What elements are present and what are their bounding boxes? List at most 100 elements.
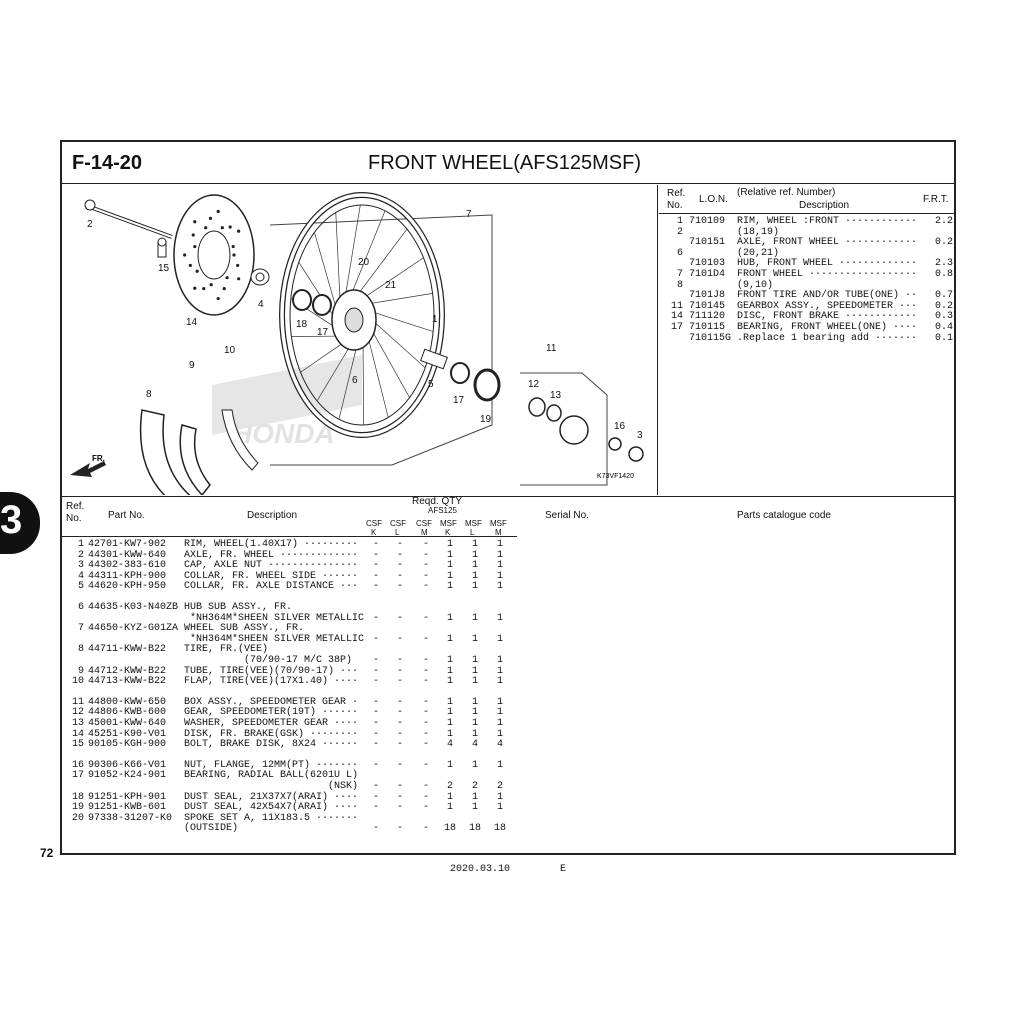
row-qty: - [372, 759, 379, 771]
row-ref: 17 [71, 770, 84, 782]
row-qty: - [372, 728, 379, 740]
row-qty: 1 [446, 696, 453, 708]
callout-number: 3 [637, 430, 643, 441]
row-part-no: 45001-KWW-640 [88, 718, 167, 729]
row-qty: - [372, 823, 379, 835]
callout-number: 16 [614, 421, 626, 432]
row-description: (OUTSIDE) [184, 823, 239, 835]
row-qty: 1 [496, 581, 503, 593]
qty-col-bottom: K [371, 528, 377, 537]
frt-value: 0.2 [934, 237, 953, 249]
spoke [316, 344, 352, 402]
lon-code: 7101J8 [689, 290, 726, 302]
row-description: GEAR, SPEEDOMETER(19T) ······ [184, 707, 359, 719]
row-part-no: 97338-31207-K0 [88, 812, 173, 824]
frt-value: 0.8 [934, 269, 953, 280]
row-qty: 1 [471, 581, 478, 593]
exploded-diagram: HONDA [62, 185, 658, 516]
row-qty: 1 [471, 707, 478, 719]
row-ref: 10 [71, 676, 84, 688]
catalogue-code-header: Parts catalogue code [737, 510, 831, 521]
row-qty: 2 [446, 781, 453, 792]
row-qty: 18 [469, 823, 482, 835]
distance-collar-part [420, 348, 448, 370]
lon-code: 7101D4 [689, 269, 726, 280]
row-part-no: 90306-K66-V01 [88, 759, 167, 771]
disk-hole [193, 220, 197, 224]
frt-header: F.R.T. [923, 194, 949, 205]
row-part-no: 44620-KPH-950 [88, 581, 167, 593]
row-qty: - [422, 823, 429, 835]
callout-number: 17 [453, 395, 465, 406]
footer-lang: E [560, 864, 567, 875]
row-qty: - [396, 560, 403, 572]
parts-description-header: Description [247, 510, 298, 521]
ref-desc: HUB, FRONT WHEEL ············· [737, 258, 918, 270]
ref-num: 11 [670, 300, 683, 312]
row-qty: - [372, 539, 379, 550]
section-tab: 3 [0, 492, 40, 554]
callout-number: 9 [189, 360, 195, 371]
qty-col-top: CSF [390, 519, 406, 528]
row-qty: - [422, 549, 429, 561]
page-number: 72 [40, 846, 54, 860]
row-description: DISK, FR. BRAKE(GSK) ········ [184, 728, 359, 740]
row-qty: 1 [496, 696, 503, 708]
row-description: BEARING, RADIAL BALL(6201U L) [184, 770, 359, 782]
row-qty: - [422, 676, 429, 688]
disk-hole [237, 277, 241, 281]
row-qty: 1 [446, 802, 453, 814]
row-qty: - [372, 665, 379, 677]
row-ref: 12 [71, 707, 84, 719]
qty-col-bottom: L [470, 528, 475, 537]
row-qty: 1 [471, 759, 478, 771]
disk-hole [191, 233, 195, 237]
row-qty: - [372, 802, 379, 814]
qty-col-top: MSF [465, 519, 482, 528]
row-qty: 1 [496, 665, 503, 677]
row-ref: 5 [77, 581, 84, 593]
ref-desc: FRONT WHEEL ·················· [737, 269, 918, 280]
row-qty: 1 [471, 718, 478, 729]
row-qty: - [422, 633, 429, 645]
row-qty: - [396, 781, 403, 792]
row-qty: 1 [471, 633, 478, 645]
ref-desc: .Replace 1 bearing add ······· [737, 332, 918, 344]
row-description: TIRE, FR.(VEE) [184, 644, 269, 656]
row-qty: - [396, 696, 403, 708]
row-part-no: 91251-KPH-901 [88, 791, 167, 803]
spoke [344, 204, 361, 299]
spoke [362, 341, 365, 425]
row-qty: 1 [471, 560, 478, 572]
row-qty: 1 [471, 539, 478, 550]
frt-value: 0.4 [934, 322, 953, 333]
row-qty: - [396, 549, 403, 561]
disk-hole [204, 226, 208, 230]
qty-col-bottom: M [421, 528, 428, 537]
row-qty: - [422, 707, 429, 719]
row-qty: - [422, 718, 429, 729]
row-ref: 15 [71, 739, 84, 751]
lon-code: 710115 [689, 322, 726, 333]
row-qty: - [422, 612, 429, 624]
part-no-header: Part No. [108, 510, 145, 521]
disk-hole [208, 216, 213, 220]
row-qty: 18 [494, 823, 507, 835]
row-qty: - [372, 739, 379, 751]
row-qty: - [396, 539, 403, 550]
row-qty: - [422, 781, 429, 792]
ref-num: 7 [676, 269, 683, 280]
row-qty: 1 [471, 570, 478, 582]
disk-hole [202, 287, 206, 291]
reqd-qty-header: Reqd. QTY [412, 496, 463, 507]
lon-code: 710151 [689, 237, 726, 249]
disk-hole [220, 226, 224, 230]
